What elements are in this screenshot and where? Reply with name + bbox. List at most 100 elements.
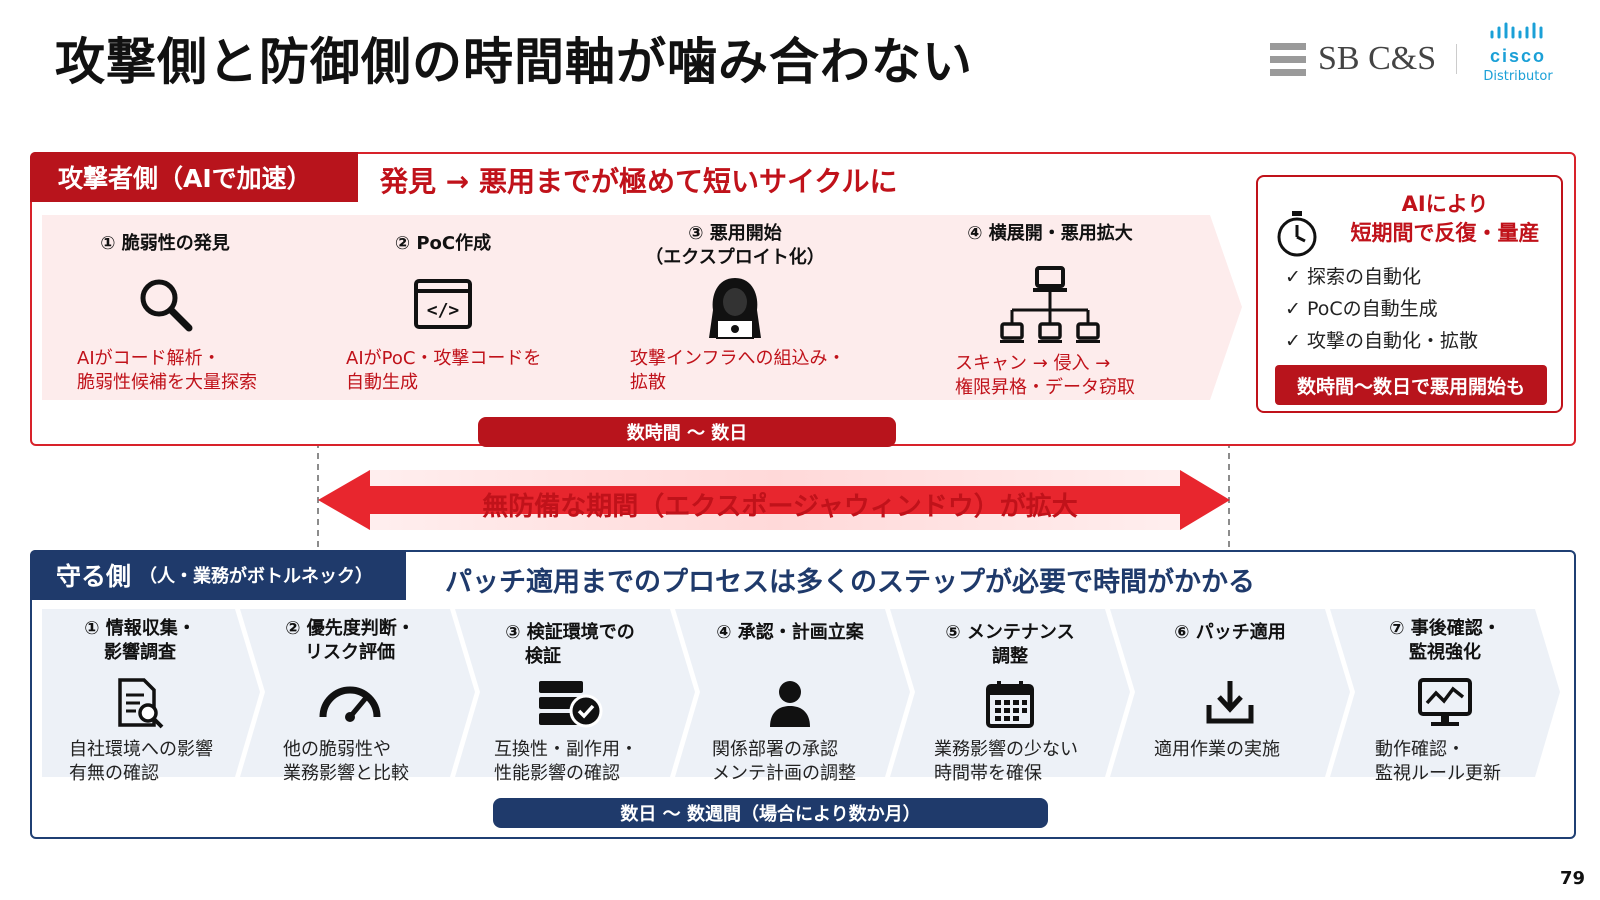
step-desc-line: 監視ルール更新 (1375, 763, 1501, 784)
step-desc: 他の脆弱性や 業務影響と比較 (283, 738, 409, 786)
person-icon (768, 679, 812, 733)
cisco-bars-icon (1490, 22, 1543, 39)
step-title-line: 監視強化 (1409, 642, 1481, 663)
step-title: ① 情報収集・ 影響調査 (45, 617, 235, 665)
step-title: ⑥ パッチ適用 (1174, 622, 1286, 643)
hacker-icon (703, 276, 767, 348)
attacker-chevrons (42, 215, 1242, 400)
step-desc-line: 他の脆弱性や (283, 739, 391, 760)
attacker-headline: 発見 → 悪用までが極めて短いサイクルに (380, 165, 898, 198)
step-desc: 自社環境への影響 有無の確認 (69, 738, 213, 786)
step-desc-line: 動作確認・ (1375, 739, 1465, 760)
defender-step-3: ③ 検証環境での 検証 互換性・副作用・ 性能影響の確認 (470, 617, 670, 787)
step-desc-line: 業務影響の少ない (934, 739, 1078, 760)
defender-tab-label: 守る側 (56, 562, 132, 591)
step-desc-line: 権限昇格・データ窃取 (955, 377, 1135, 398)
defender-step-2: ② 優先度判断・ リスク評価 他の脆弱性や 業務影響と比較 (255, 617, 445, 787)
sbcs-logo: SB C&S (1270, 40, 1436, 78)
page-number: 79 (1560, 868, 1586, 889)
logo-divider (1456, 44, 1457, 74)
step-desc: AIがコード解析・ 脆弱性候補を大量探索 (77, 347, 257, 395)
attacker-step-3: ③ 悪用開始 （エクスプロイト化） 攻撃インフラへの組込み・ 拡散 (600, 222, 870, 402)
download-icon (1205, 679, 1255, 729)
step-title: ② PoC作成 (394, 233, 492, 254)
step-desc-line: 自社環境への影響 (69, 739, 213, 760)
page-title: 攻撃側と防御側の時間軸が噛み合わない (55, 33, 973, 91)
side-item-search: ✓ 探索の自動化 (1285, 266, 1421, 288)
step-title-line: ⑤ メンテナンス (945, 622, 1075, 643)
server-check-icon (537, 679, 603, 733)
side-heading-line: 短期間で反復・量産 (1350, 221, 1540, 245)
step-desc-line: 時間帯を確保 (934, 763, 1042, 784)
stopwatch-icon (1275, 210, 1319, 262)
attacker-step-2: ② PoC作成 </> AIがPoC・攻撃コードを 自動生成 (318, 222, 568, 402)
network-icon (1000, 266, 1100, 354)
step-desc-line: 脆弱性候補を大量探索 (77, 372, 257, 393)
sbcs-logo-bars-icon (1270, 42, 1306, 76)
defender-timeline-label: 数日 〜 数週間（場合により数か月） (493, 798, 1048, 828)
step-desc: 攻撃インフラへの組込み・ 拡散 (630, 347, 845, 395)
step-desc: 関係部署の承認 メンテ計画の調整 (712, 738, 856, 786)
cisco-word: cisco (1489, 46, 1547, 66)
side-heading: AIにより 短期間で反復・量産 (1345, 190, 1545, 248)
code-window-icon: </> (413, 278, 473, 334)
step-desc-line: 適用作業の実施 (1154, 739, 1280, 760)
step-title-line: ③ 検証環境での (505, 622, 635, 643)
sbcs-logo-text: SB C&S (1318, 40, 1437, 77)
step-title-line: リスク評価 (305, 642, 395, 663)
step-desc-line: 業務影響と比較 (283, 763, 409, 784)
magnifier-icon (135, 274, 195, 338)
step-desc-line: AIがPoC・攻撃コードを (346, 348, 542, 369)
monitor-icon (1417, 677, 1473, 733)
step-desc-line: AIがコード解析・ (77, 348, 221, 369)
step-desc-line: 性能影響の確認 (494, 763, 620, 784)
step-desc: 適用作業の実施 (1154, 738, 1280, 762)
step-title: ① 脆弱性の発見 (100, 233, 230, 254)
attacker-timeline-label: 数時間 〜 数日 (478, 417, 896, 447)
step-desc-line: メンテ計画の調整 (712, 763, 856, 784)
step-title: ③ 悪用開始 （エクスプロイト化） (600, 222, 870, 270)
step-desc-line: 互換性・副作用・ (494, 739, 638, 760)
defender-step-7: ⑦ 事後確認・ 監視強化 動作確認・ 監視ルール更新 (1345, 617, 1545, 787)
defender-step-5: ⑤ メンテナンス 調整 業務影響の少ない 時間帯を確保 (910, 617, 1110, 787)
step-title: ③ 検証環境での 検証 (470, 621, 670, 669)
attacker-step-4: ④ 横展開・悪用拡大 スキャン → 侵入 → 権限昇格・データ窃取 (900, 222, 1200, 402)
step-title: ⑦ 事後確認・ 監視強化 (1345, 617, 1545, 665)
step-desc: 動作確認・ 監視ルール更新 (1375, 738, 1501, 786)
step-desc-line: 自動生成 (346, 372, 418, 393)
step-desc-line: 関係部署の承認 (712, 739, 838, 760)
step-title-line: ① 情報収集・ (84, 618, 196, 639)
step-desc: 互換性・副作用・ 性能影響の確認 (494, 738, 638, 786)
document-search-icon (114, 677, 166, 733)
step-title-line: ⑦ 事後確認・ (1389, 618, 1501, 639)
defender-step-1: ① 情報収集・ 影響調査 自社環境への影響 有無の確認 (45, 617, 235, 787)
gauge-icon (317, 679, 383, 727)
svg-text:</>: </> (427, 300, 460, 321)
side-badge: 数時間〜数日で悪用開始も (1275, 365, 1547, 405)
step-desc-line: スキャン → 侵入 → (955, 353, 1111, 374)
cisco-logo: cisco Distributor (1470, 22, 1566, 84)
step-desc-line: 有無の確認 (69, 763, 159, 784)
step-title-line: 影響調査 (104, 642, 176, 663)
step-title: ② 優先度判断・ リスク評価 (255, 617, 445, 665)
defender-headline: パッチ適用までのプロセスは多くのステップが必要で時間がかかる (445, 567, 1255, 598)
step-title-line: （エクスプロイト化） (645, 247, 825, 268)
step-title-line: ② 優先度判断・ (285, 618, 415, 639)
step-title: ⑤ メンテナンス 調整 (910, 621, 1110, 669)
attacker-tab: 攻撃者側（AIで加速） (30, 152, 358, 202)
step-desc-line: 攻撃インフラへの組込み・ (630, 348, 846, 369)
defender-step-6: ⑥ パッチ適用 適用作業の実施 (1130, 617, 1330, 787)
step-title-line: ③ 悪用開始 (688, 223, 782, 244)
defender-tab-sub: （人・業務がボトルネック） (139, 566, 374, 587)
side-item-poc: ✓ PoCの自動生成 (1285, 298, 1438, 320)
step-title: ④ 承認・計画立案 (716, 622, 864, 643)
attacker-step-1: ① 脆弱性の発見 AIがコード解析・ 脆弱性候補を大量探索 (45, 222, 285, 402)
defender-step-4: ④ 承認・計画立案 関係部署の承認 メンテ計画の調整 (690, 617, 890, 787)
exposure-window-label: 無防備な期間（エクスポージャウィンドウ）が拡大 (482, 492, 1078, 522)
defender-tab: 守る側 （人・業務がボトルネック） (30, 550, 406, 600)
side-item-attack: ✓ 攻撃の自動化・拡散 (1285, 330, 1478, 352)
step-title-line: 調整 (992, 646, 1028, 667)
step-desc: AIがPoC・攻撃コードを 自動生成 (346, 347, 541, 395)
step-title: ④ 横展開・悪用拡大 (967, 223, 1133, 244)
step-desc-line: 拡散 (630, 372, 666, 393)
